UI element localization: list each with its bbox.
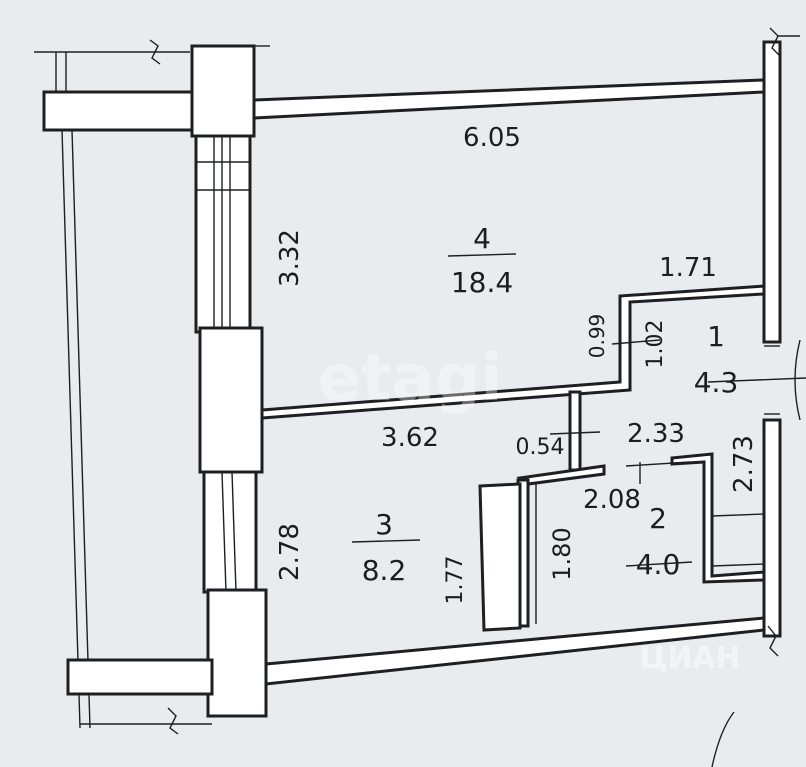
room-3-area: 8.2: [362, 554, 407, 587]
watermarks: etagi ЦИАН: [318, 342, 741, 767]
room-3-number: 3: [375, 508, 393, 541]
room-labels: 4 18.4 1 4.3 3 8.2 2 4.0: [351, 222, 739, 587]
right-wall: [762, 27, 801, 657]
dim-left-room4: 3.32: [275, 229, 305, 287]
room-2-number: 2: [649, 502, 667, 535]
dim-bath-height: 1.80: [548, 527, 576, 580]
room-2-area: 4.0: [636, 548, 681, 581]
dimension-lines: [549, 339, 806, 567]
dim-top-width: 6.05: [463, 123, 521, 153]
dim-partition-length: 3.62: [381, 423, 439, 453]
dim-bath-inner-width: 2.08: [583, 485, 641, 515]
interior-walls: [260, 284, 766, 632]
etagi-watermark: etagi: [318, 342, 503, 416]
top-wall: [42, 44, 766, 138]
room-4-area: 18.4: [451, 266, 513, 299]
dimension-labels: 6.05 3.32 1.71 0.99 1.02 3.62 0.54 2.33 …: [275, 123, 759, 604]
dim-door-width: 0.54: [516, 435, 565, 460]
dim-right-lower: 2.73: [729, 435, 759, 493]
dim-room1-height: 1.02: [643, 320, 668, 369]
balcony-frame: [34, 39, 270, 735]
cian-watermark: ЦИАН: [639, 641, 740, 676]
dim-nook-depth: 0.99: [585, 314, 609, 359]
dim-closet-height: 1.77: [443, 556, 468, 605]
dim-nook-width: 1.71: [659, 253, 717, 283]
room-1-number: 1: [707, 320, 725, 353]
dim-left-room3: 2.78: [275, 523, 305, 581]
dim-bath-width: 2.33: [627, 419, 685, 449]
room-1-area: 4.3: [694, 366, 739, 399]
left-wall: [194, 134, 268, 718]
room-4-number: 4: [473, 222, 491, 255]
